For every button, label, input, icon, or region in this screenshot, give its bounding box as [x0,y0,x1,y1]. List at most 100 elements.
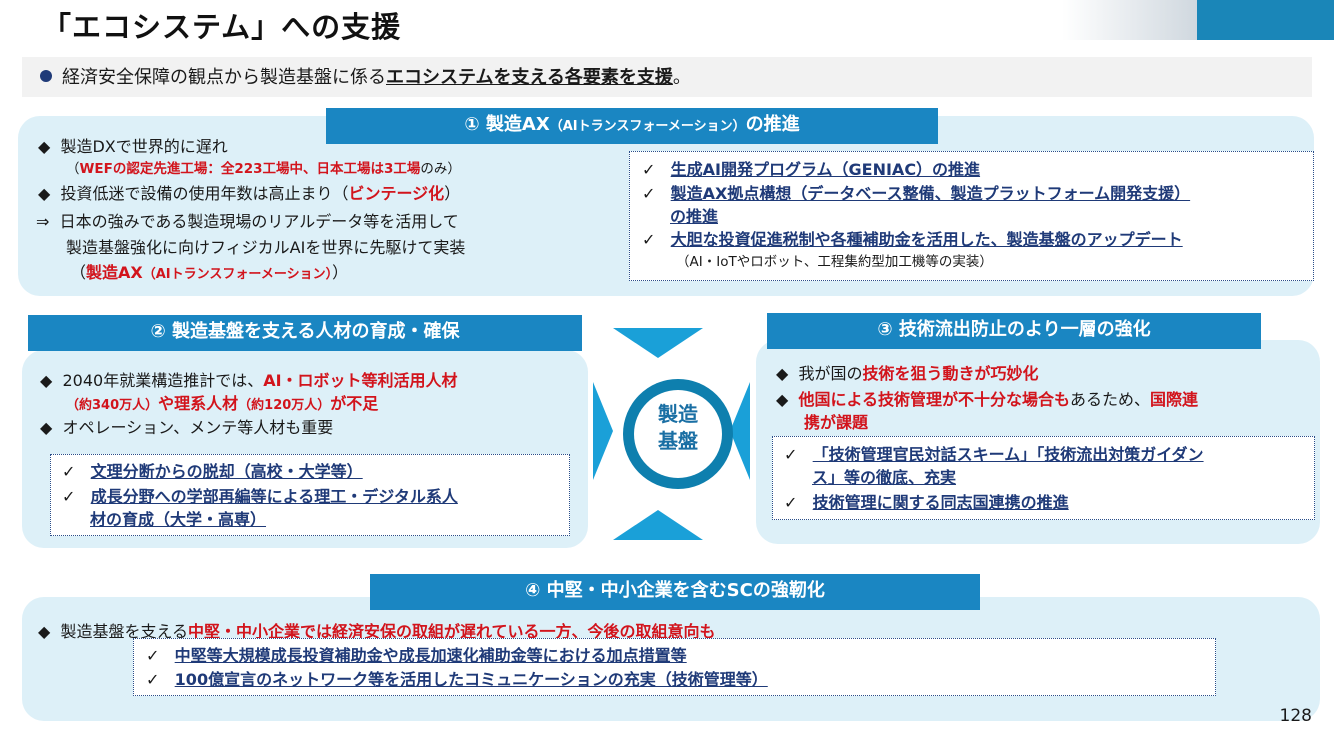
diamond-icon: ◆ [40,371,53,390]
page-number: 128 [1279,706,1312,726]
s1-left-line6: （製造AX（AIトランスフォーメーション）） [70,259,348,283]
s1-l3-pre: 投資低迷で設備の使用年数は高止まり（ [60,184,349,203]
s1-left-l1-text: 製造DXで世界的に遅れ [60,137,228,156]
s4-check2-text: 100億宣言のネットワーク等を活用したコミュニケーションの充実（技術管理等） [174,670,768,689]
s1-left-line2: （WEFの認定先進工場：全223工場中、日本工場は3工場のみ） [66,157,461,177]
s2-check2: ✓ 成長分野への学部再編等による理工・デジタル系人 [62,483,458,507]
s1-left-line5: 製造基盤強化に向けフィジカルAIを世界に先駆けて実装 [66,238,466,257]
section1-header: ① 製造AX（AIトランスフォーメーション）の推進 [326,108,938,144]
s2-check2-text-a: 成長分野への学部再編等による理工・デジタル系人 [90,487,458,506]
s1-check2: ✓ 製造AX拠点構想（データベース整備、製造プラットフォーム開発支援） [642,180,1190,204]
s1-check3: ✓ 大胆な投資促進税制や各種補助金を活用した、製造基盤のアップデート [642,226,1183,250]
s2-check2-cont: 材の育成（大学・高専） [90,506,266,530]
arrow-right-icon [593,382,613,480]
lead-prefix: 経済安全保障の観点から製造基盤に係る [62,67,386,88]
check-icon: ✓ [146,670,160,689]
s1-l6-red-small: （AIトランスフォーメーション） [142,267,333,282]
s3-b1-pre: 我が国の [798,364,863,383]
lead-emphasis: エコシステムを支える各要素を支援 [386,67,673,88]
diamond-icon: ◆ [38,137,51,156]
s3-b2-mid: あるため、 [1070,390,1151,409]
center-circle: 製造基盤 [623,379,733,489]
s1-check3-text: 大胆な投資促進税制や各種補助金を活用した、製造基盤のアップデート [670,230,1183,249]
s3-check2: ✓ 技術管理に関する同志国連携の推進 [784,489,1069,513]
s3-check1-text-a: 「技術管理官民対話スキーム」「技術流出対策ガイダン [812,445,1204,464]
section3-header: ③ 技術流出防止のより一層の強化 [767,313,1261,349]
s1-l2-red: WEFの認定先進工場：全223工場中、日本工場は3工場 [79,161,421,177]
title-decoration [1062,0,1334,40]
check-icon: ✓ [62,462,76,481]
s3-b2b-red: 携が課題 [804,413,869,432]
diamond-icon: ◆ [776,364,789,383]
s3-bullet2: ◆ 他国による技術管理が不十分な場合もあるため、国際連 [776,386,1198,410]
s1-l6-red: 製造AX [86,263,143,282]
s2-check1: ✓ 文理分断からの脱却（高校・大学等） [62,458,363,482]
lead-text: 経済安全保障の観点から製造基盤に係るエコシステムを支える各要素を支援。 [62,63,691,89]
s2-b1b-red3: （約120万人） [238,398,331,413]
check-icon: ✓ [642,160,656,179]
implies-arrow-icon: ⇒ [36,212,50,231]
s4-check2: ✓ 100億宣言のネットワーク等を活用したコミュニケーションの充実（技術管理等） [146,666,768,690]
s3-b2-red: 他国による技術管理が不十分な場合も [798,390,1071,409]
s3-checklist-box [772,436,1315,520]
diamond-icon: ◆ [38,184,51,203]
s1-l3-close: ） [444,184,461,203]
check-icon: ✓ [62,487,76,506]
s1-check3-note: （AI・IoTやロボット、工程集約型加工機等の実装） [676,254,993,270]
s1-left-line1: ◆ 製造DXで世界的に遅れ [38,133,228,157]
center-arrows [593,328,750,540]
s1-l4-text: 日本の強みである製造現場のリアルデータ等を活用して [59,212,459,231]
s1-check2-text-a: 製造AX拠点構想（データベース整備、製造プラットフォーム開発支援） [670,184,1191,203]
s4-b1-pre: 製造基盤を支える [60,622,189,641]
check-icon: ✓ [642,184,656,203]
s1-l6-close: ） [332,263,349,282]
center-label: 製造基盤 [623,401,733,455]
s3-check1: ✓ 「技術管理官民対話スキーム」「技術流出対策ガイダン [784,441,1204,465]
s1-l6-open: （ [70,263,87,282]
check-icon: ✓ [784,493,798,512]
section2-header: ② 製造基盤を支える人材の育成・確保 [28,315,582,351]
arrow-up-icon [613,510,703,540]
check-icon: ✓ [784,445,798,464]
arrow-down-icon [613,328,703,358]
section1-header-tail: の推進 [745,114,800,135]
section1-header-sub: （AIトランスフォーメーション） [549,119,746,134]
s2-check1-text: 文理分断からの脱却（高校・大学等） [90,462,363,481]
bullet-dot-icon [40,70,52,82]
s4-check1-text: 中堅等大規模成長投資補助金や成長加速化補助金等における加点措置等 [174,646,687,665]
s3-check1-cont: ス」等の徹底、充実 [812,464,956,488]
s3-check1-text-b: ス」等の徹底、充実 [812,468,957,487]
center-label-line1: 製造 [658,402,698,426]
s1-check2-cont: の推進 [670,203,718,227]
s3-bullet2-cont: 携が課題 [804,409,868,433]
lead-banner: 経済安全保障の観点から製造基盤に係るエコシステムを支える各要素を支援。 [22,57,1312,97]
title-decoration-gray [1062,0,1197,40]
s2-b1b-red2: や理系人材 [158,394,239,413]
diamond-icon: ◆ [776,390,789,409]
s1-left-line3: ◆ 投資低迷で設備の使用年数は高止まり（ビンテージ化） [38,180,460,204]
s1-l2-open: （ [66,161,80,177]
s3-b1-red: 技術を狙う動きが巧妙化 [862,364,1039,383]
diamond-icon: ◆ [38,622,51,641]
s1-left-line4: ⇒ 日本の強みである製造現場のリアルデータ等を活用して [36,208,459,232]
s2-b1b-red4: が不足 [330,394,379,413]
s2-bullet2: ◆ オペレーション、メンテ等人材も重要 [40,414,333,438]
diamond-icon: ◆ [40,418,53,437]
s1-check1: ✓ 生成AI開発プログラム（GENIAC）の推進 [642,156,980,180]
check-icon: ✓ [146,646,160,665]
s4-bullet1: ◆ 製造基盤を支える中堅・中小企業では経済安保の取組が遅れている一方、今後の取組… [38,618,716,642]
s1-check1-text: 生成AI開発プログラム（GENIAC）の推進 [670,160,981,179]
s1-l2-close: のみ） [420,161,461,177]
check-icon: ✓ [642,230,656,249]
page-title: 「エコシステム」への支援 [42,10,402,44]
s2-b1-pre: 2040年就業構造推計では、 [62,371,264,390]
s2-bullet1-cont: （約340万人）や理系人材（約120万人）が不足 [66,390,378,414]
s1-check2-text-b: の推進 [670,207,719,226]
s3-bullet1: ◆ 我が国の技術を狙う動きが巧妙化 [776,360,1039,384]
s1-checklist-box [629,151,1314,281]
s2-checklist-box [50,454,570,536]
arrow-left-icon [730,382,750,480]
s2-b1-red: AI・ロボット等利活用人材 [263,371,458,390]
s1-l3-red: ビンテージ化 [348,184,445,203]
s4-checklist-box [133,638,1216,696]
